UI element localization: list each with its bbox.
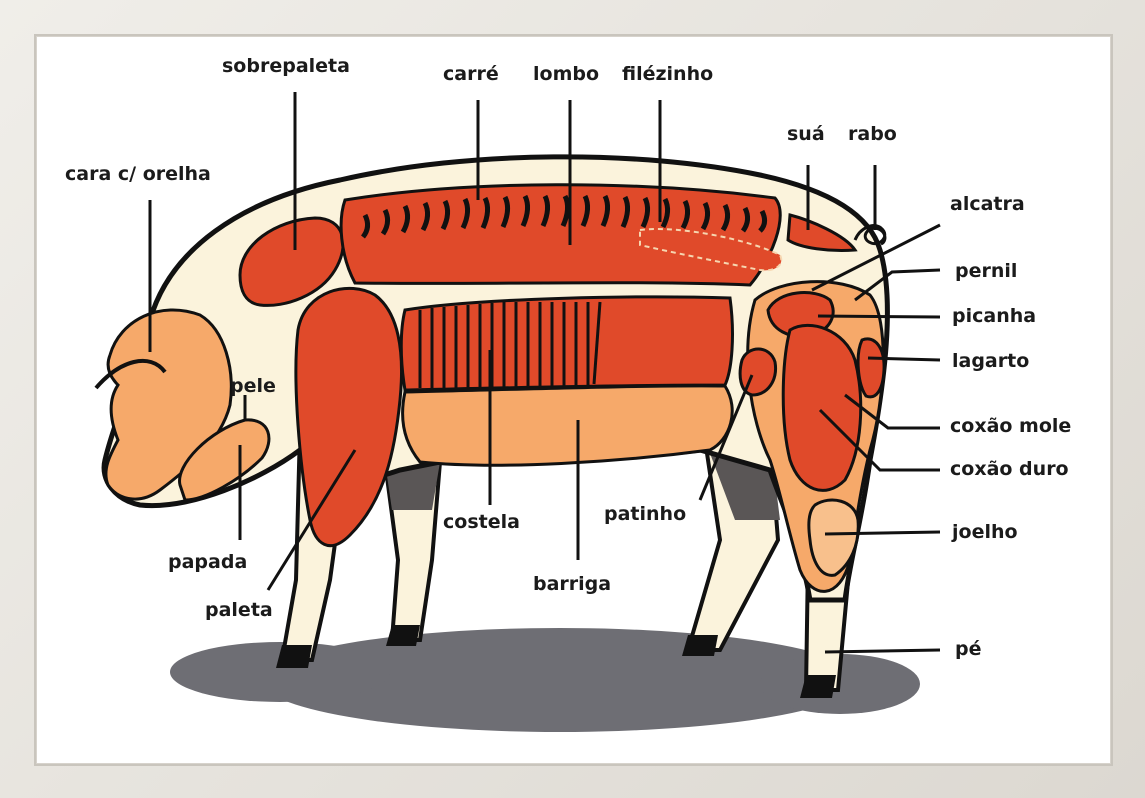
- label-sobrepaleta: sobrepaleta: [222, 55, 350, 77]
- label-costela: costela: [443, 511, 520, 533]
- cut-coxao-duro: [783, 325, 860, 490]
- label-rabo: rabo: [848, 123, 897, 145]
- cut-paleta: [296, 288, 402, 545]
- label-papada: papada: [168, 551, 247, 573]
- label-pe: pé: [955, 638, 982, 660]
- label-picanha: picanha: [952, 305, 1036, 327]
- label-patinho: patinho: [604, 503, 686, 525]
- label-filezinho: filézinho: [622, 63, 713, 85]
- label-joelho: joelho: [951, 521, 1018, 543]
- label-barriga: barriga: [533, 573, 611, 595]
- label-coxao-duro: coxão duro: [950, 458, 1069, 480]
- label-cara-orelha: cara c/ orelha: [65, 163, 211, 185]
- label-pernil: pernil: [955, 260, 1017, 282]
- label-lombo: lombo: [533, 63, 599, 85]
- label-carre: carré: [443, 63, 499, 85]
- cut-lagarto: [858, 339, 884, 397]
- cut-barriga: [403, 386, 733, 465]
- label-paleta: paleta: [205, 599, 273, 621]
- label-lagarto: lagarto: [952, 350, 1029, 372]
- label-coxao-mole: coxão mole: [950, 415, 1071, 437]
- label-pele: pele: [230, 375, 276, 397]
- label-sua: suá: [787, 123, 825, 145]
- cut-costela: [401, 297, 732, 390]
- label-alcatra: alcatra: [950, 193, 1025, 215]
